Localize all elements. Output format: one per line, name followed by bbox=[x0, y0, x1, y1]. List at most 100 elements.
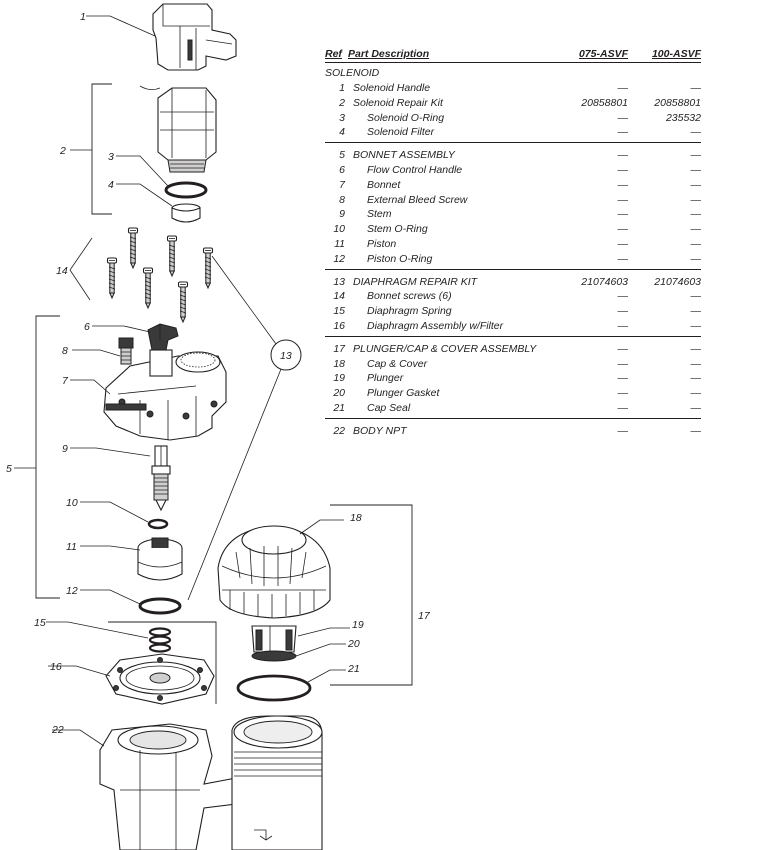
row-description: Bonnet screws (6) bbox=[367, 290, 452, 303]
row-075-asvf: — bbox=[617, 372, 629, 385]
external-bleed-screw bbox=[118, 337, 134, 365]
row-100-asvf: 21074603 bbox=[654, 275, 701, 288]
row-description: Piston O-Ring bbox=[367, 252, 433, 265]
group-title: SOLENOID bbox=[325, 67, 380, 79]
row-description: Solenoid Handle bbox=[353, 82, 431, 94]
flow-control-handle bbox=[147, 323, 179, 351]
row-100-asvf: — bbox=[690, 319, 702, 332]
row-ref: 6 bbox=[339, 163, 345, 176]
callout-4: 4 bbox=[108, 179, 114, 191]
row-ref: 9 bbox=[339, 208, 345, 221]
row-ref: 1 bbox=[339, 82, 345, 94]
row-075-asvf: — bbox=[617, 223, 629, 236]
row-ref: 19 bbox=[333, 372, 345, 385]
callout-3: 3 bbox=[108, 151, 114, 163]
row-description: Stem bbox=[367, 208, 392, 221]
row-ref: 4 bbox=[339, 126, 345, 139]
row-100-asvf: — bbox=[690, 305, 702, 318]
row-100-asvf: — bbox=[690, 424, 702, 437]
row-075-asvf: — bbox=[617, 342, 629, 355]
row-ref: 2 bbox=[339, 96, 345, 109]
row-description: Solenoid O-Ring bbox=[367, 111, 445, 124]
callout-12: 12 bbox=[66, 585, 78, 597]
bracket-5 bbox=[35, 315, 60, 599]
row-ref: 5 bbox=[339, 149, 345, 162]
row-100-asvf: — bbox=[690, 342, 702, 355]
callout-21: 21 bbox=[347, 663, 360, 675]
stem bbox=[151, 445, 171, 512]
row-075-asvf: — bbox=[617, 387, 629, 400]
row-100-asvf: — bbox=[690, 149, 702, 162]
row-description: BODY NPT bbox=[353, 424, 407, 437]
callout-9: 9 bbox=[62, 443, 68, 455]
row-description: Solenoid Repair Kit bbox=[353, 96, 443, 109]
row-ref: 8 bbox=[339, 193, 345, 206]
row-description: PLUNGER/CAP & COVER ASSEMBLY bbox=[353, 342, 537, 355]
row-ref: 13 bbox=[333, 275, 345, 288]
callout-22: 22 bbox=[51, 724, 64, 736]
row-075-asvf: — bbox=[617, 401, 629, 414]
row-100-asvf: — bbox=[690, 357, 702, 370]
callout-14: 14 bbox=[56, 265, 68, 277]
row-075-asvf: — bbox=[617, 208, 629, 221]
row-ref: 17 bbox=[333, 342, 345, 355]
row-100-asvf: 235532 bbox=[665, 111, 701, 124]
header-ref: Ref bbox=[325, 48, 342, 60]
piston bbox=[137, 537, 183, 581]
row-075-asvf: — bbox=[617, 237, 629, 250]
row-100-asvf: — bbox=[690, 163, 702, 176]
bonnet bbox=[103, 349, 227, 441]
plunger-gasket bbox=[251, 650, 297, 662]
row-100-asvf: — bbox=[690, 193, 702, 206]
solenoid-filter bbox=[171, 203, 201, 223]
row-description: Cap & Cover bbox=[367, 357, 428, 370]
row-075-asvf: — bbox=[617, 193, 629, 206]
cap-and-cover bbox=[217, 525, 331, 619]
row-ref: 22 bbox=[333, 424, 345, 437]
table-header: Ref Part Description 075-ASVF 100-ASVF bbox=[325, 48, 701, 63]
callout-13-circle bbox=[270, 339, 302, 371]
callout-16: 16 bbox=[50, 661, 62, 673]
callout-15: 15 bbox=[34, 617, 46, 629]
row-description: Flow Control Handle bbox=[367, 163, 463, 176]
leader-lines bbox=[46, 15, 350, 747]
row-075-asvf: — bbox=[617, 319, 629, 332]
row-100-asvf: — bbox=[690, 252, 702, 265]
row-100-asvf: — bbox=[690, 237, 702, 250]
callout-8: 8 bbox=[62, 345, 68, 357]
row-description: BONNET ASSEMBLY bbox=[353, 149, 455, 162]
bonnet-screws bbox=[106, 227, 214, 323]
row-description: Bonnet bbox=[367, 178, 401, 191]
callout-6: 6 bbox=[84, 321, 90, 333]
row-description: Plunger Gasket bbox=[367, 387, 440, 400]
row-075-asvf: — bbox=[617, 149, 629, 162]
callout-2: 2 bbox=[59, 145, 66, 157]
table-row: 8 External Bleed Screw — — bbox=[325, 193, 701, 208]
row-description: External Bleed Screw bbox=[367, 193, 468, 206]
row-ref: 12 bbox=[333, 252, 345, 265]
row-075-asvf: — bbox=[617, 82, 629, 94]
row-description: Plunger bbox=[367, 372, 404, 385]
row-075-asvf: — bbox=[617, 252, 629, 265]
row-100-asvf: 20858801 bbox=[654, 96, 701, 109]
row-description: Diaphragm Assembly w/Filter bbox=[367, 319, 504, 332]
callout-19: 19 bbox=[352, 619, 364, 631]
solenoid bbox=[139, 85, 217, 173]
